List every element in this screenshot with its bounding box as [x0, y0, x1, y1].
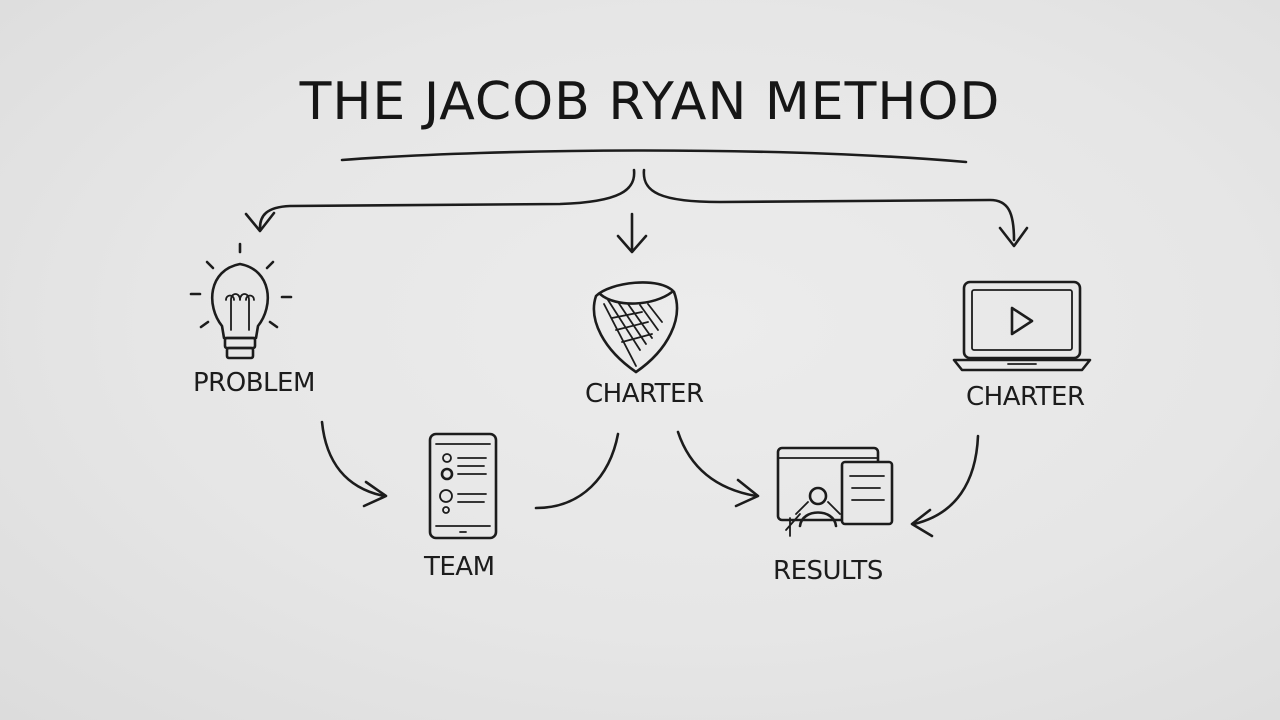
title-underline: [340, 149, 968, 164]
node-label-charter-center: CHARTER: [585, 379, 704, 409]
arrowhead-to-results-right: [910, 508, 934, 538]
tablet-list-icon: [428, 432, 498, 540]
connector-team-to-charter: [534, 432, 620, 510]
node-label-problem: PROBLEM: [193, 368, 315, 398]
connector-problem-to-team: [320, 420, 386, 498]
node-label-charter-right: CHARTER: [966, 382, 1085, 412]
arrowhead-to-charter-center: [616, 234, 648, 254]
arrowhead-to-results-left: [734, 478, 760, 508]
node-label-team: TEAM: [424, 552, 495, 582]
arrowhead-to-charter-right: [998, 226, 1029, 248]
connector-title-to-charter-right: [642, 168, 1016, 242]
connector-charter-to-results: [676, 430, 758, 498]
diagram-title: THE JACOB RYAN METHOD: [299, 72, 1001, 132]
laptop-play-icon: [952, 280, 1092, 372]
arrowhead-to-team: [362, 480, 388, 508]
node-label-results: RESULTS: [773, 556, 883, 586]
lightbulb-icon: [189, 242, 293, 360]
connector-charter-right-to-results: [912, 434, 980, 526]
documents-icon: [776, 446, 894, 537]
shield-icon: [592, 281, 679, 374]
connector-title-to-problem: [258, 168, 636, 230]
arrowhead-to-problem: [244, 211, 276, 233]
